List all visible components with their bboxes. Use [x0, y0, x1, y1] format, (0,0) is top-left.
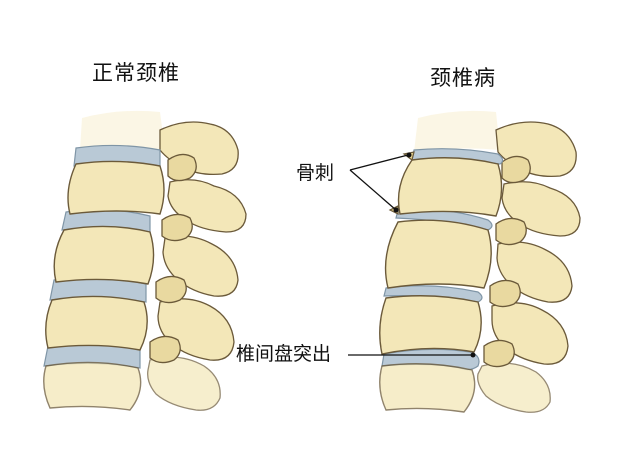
bone-spur-leader-lower: [349, 169, 397, 211]
bone-spur-pointer-upper: [406, 152, 412, 158]
disease-spine-title: 颈椎病: [430, 66, 496, 90]
disease-posterior-elements: [477, 121, 581, 413]
normal-spine: [43, 110, 247, 411]
normal-vertebral-bodies: [43, 160, 165, 411]
bone-spur-label: 骨刺: [296, 162, 335, 184]
bone-spur-pointer-lower: [393, 207, 399, 213]
disease-top-vertebra-fade: [414, 110, 500, 152]
annotation-leader-lines: [348, 154, 472, 356]
normal-top-vertebra-fade: [80, 110, 165, 150]
disease-vertebral-bodies: [379, 157, 503, 413]
normal-spine-title: 正常颈椎: [92, 61, 180, 85]
disc-herniation-label: 椎间盘突出: [236, 343, 332, 365]
normal-posterior-elements: [147, 121, 247, 411]
bone-spur-leader-upper: [349, 154, 409, 171]
disease-spine: [379, 110, 581, 413]
disc-herniation-pointer: [470, 352, 476, 358]
